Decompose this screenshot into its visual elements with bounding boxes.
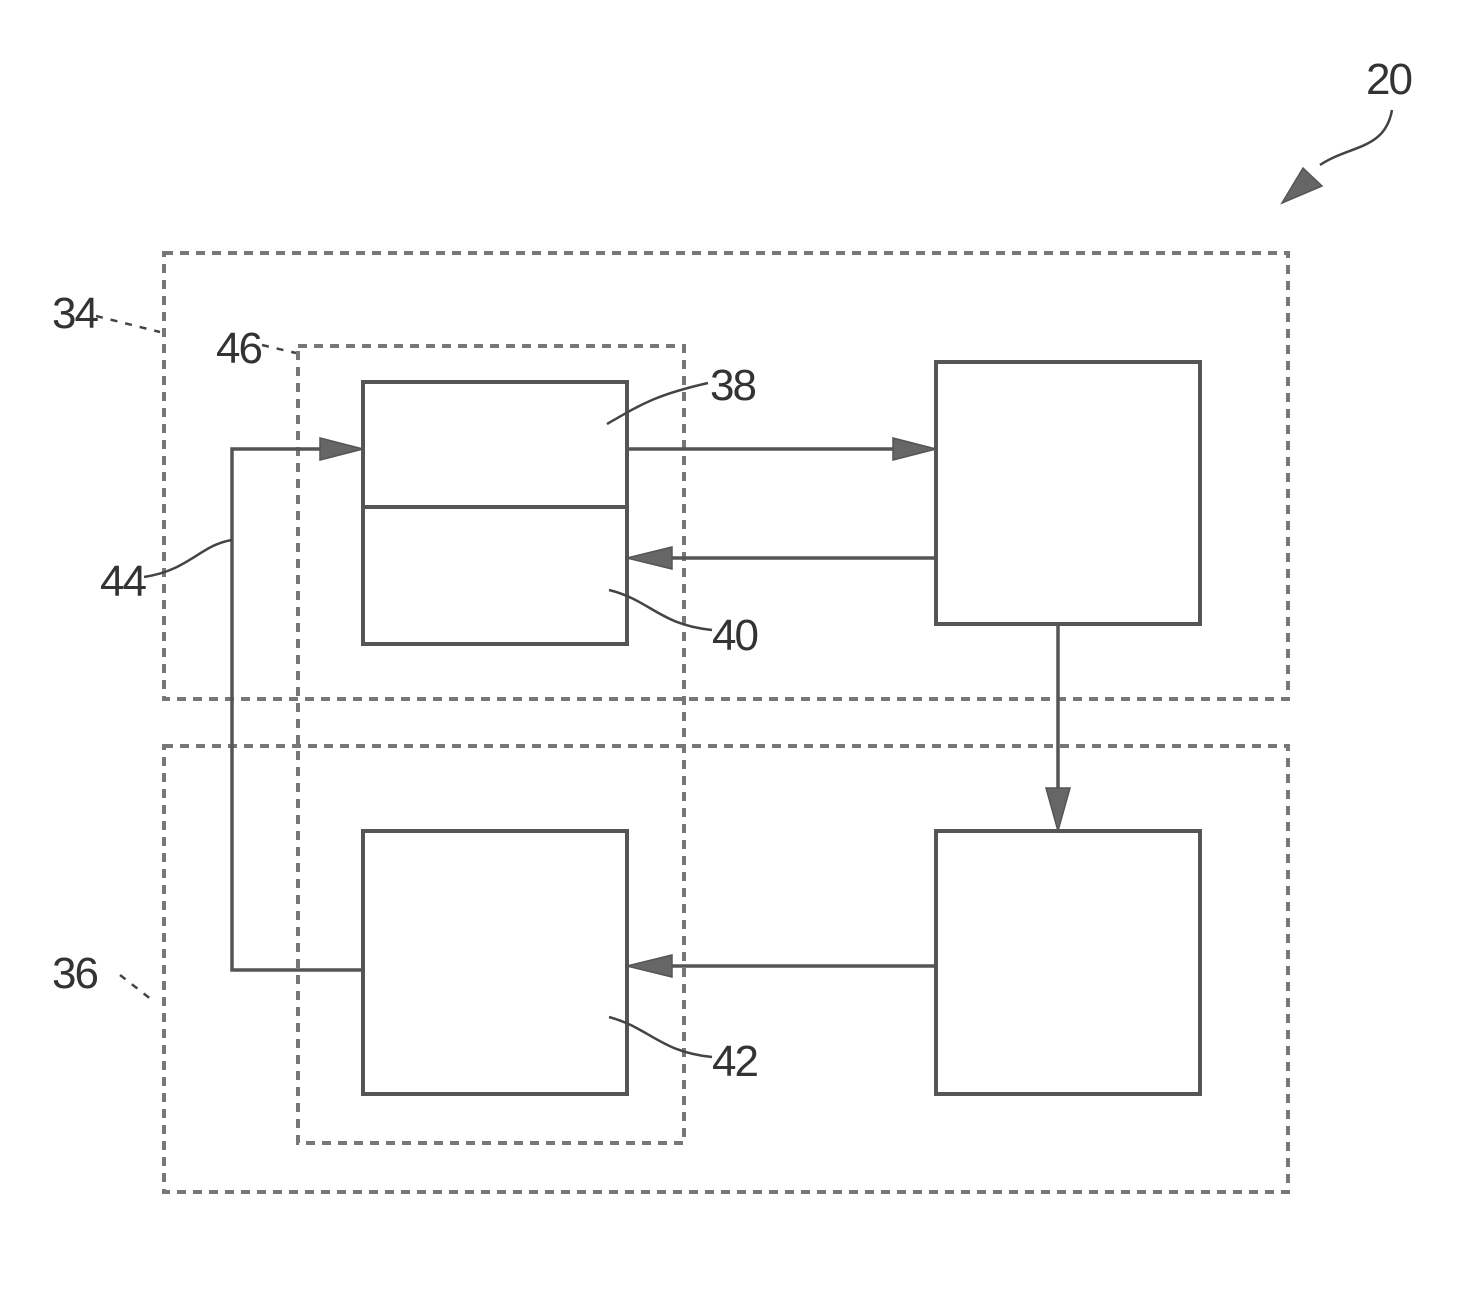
leader-36	[120, 975, 152, 1000]
label-42: 42	[712, 1037, 757, 1086]
left-bottom-block	[363, 831, 627, 1094]
leader-40	[609, 590, 712, 630]
label-44: 44	[100, 557, 146, 606]
leader-44	[144, 540, 232, 577]
leader-46	[262, 345, 296, 353]
label-20: 20	[1366, 55, 1411, 104]
arrowhead-into-right-bottom-block	[1046, 788, 1070, 831]
leader-38	[607, 383, 708, 424]
arrowhead-into-portion-40	[627, 547, 672, 569]
label-38: 38	[710, 361, 755, 410]
leader-34	[96, 316, 160, 332]
arrowhead-into-left-bottom-block	[627, 955, 672, 977]
arrowhead-into-top-block	[320, 438, 363, 460]
arrowhead-into-right-top-block	[893, 438, 936, 460]
reference-20-arrowhead	[1282, 168, 1322, 203]
right-bottom-block	[936, 831, 1200, 1094]
label-40: 40	[712, 611, 757, 660]
right-top-block	[936, 362, 1200, 624]
leader-42	[609, 1017, 712, 1057]
label-34: 34	[52, 289, 98, 338]
label-36: 36	[52, 949, 97, 998]
left-top-block	[363, 382, 627, 644]
label-46: 46	[216, 324, 261, 373]
reference-20-leader	[1320, 110, 1392, 165]
